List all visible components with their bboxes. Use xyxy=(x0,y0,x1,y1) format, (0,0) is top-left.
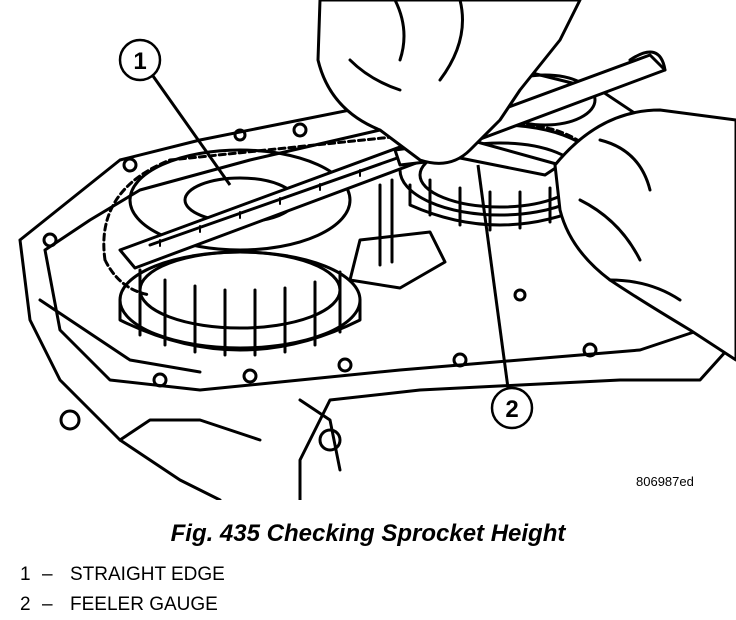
legend-label: FEELER GAUGE xyxy=(70,594,218,615)
legend-item: 2–FEELER GAUGE xyxy=(20,590,225,620)
center-stud xyxy=(348,178,447,290)
lower-flange xyxy=(38,298,342,472)
callout-2-leader xyxy=(476,164,510,389)
callout-2-number: 2 xyxy=(505,396,518,423)
callout-1: 1 xyxy=(118,38,232,186)
legend-separator: – xyxy=(42,564,53,585)
callout-1-number: 1 xyxy=(133,48,146,75)
image-reference-code: 806987ed xyxy=(636,474,694,489)
legend-label: STRAIGHT EDGE xyxy=(70,564,225,585)
callout-2-circle xyxy=(490,386,534,430)
callout-1-leader xyxy=(151,75,232,186)
bolt-holes xyxy=(42,122,598,452)
technician-hands xyxy=(316,0,736,362)
legend-item: 1–STRAIGHT EDGE xyxy=(20,560,225,590)
legend-number: 2 xyxy=(20,594,31,615)
engine-illustration: 1 2 xyxy=(18,0,736,500)
legend-separator: – xyxy=(42,594,53,615)
callout-2: 2 xyxy=(476,164,534,430)
legend: 1–STRAIGHT EDGE 2–FEELER GAUGE xyxy=(20,560,225,620)
legend-number: 1 xyxy=(20,564,31,585)
callout-1-circle xyxy=(118,38,162,82)
figure-caption: Fig. 435 Checking Sprocket Height xyxy=(170,520,566,547)
